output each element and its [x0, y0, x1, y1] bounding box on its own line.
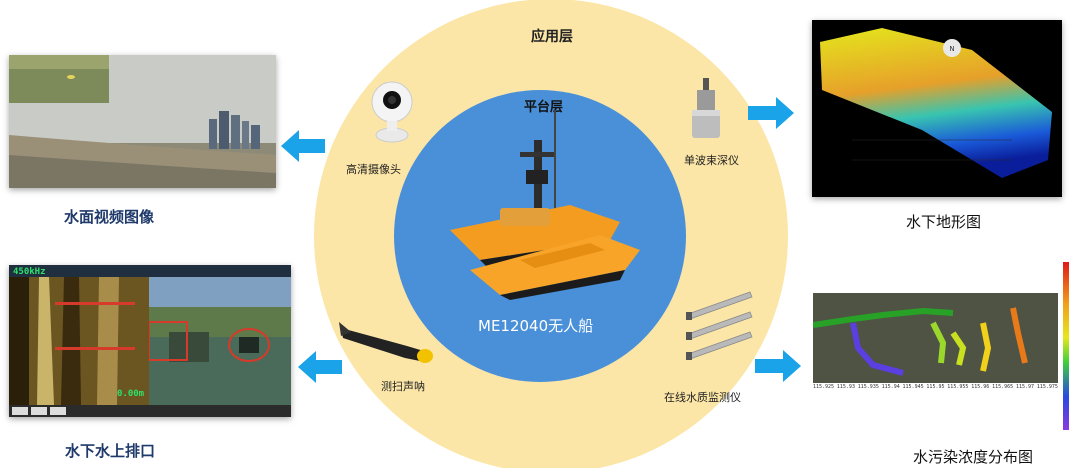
pollution-x-ticks: 115.925 115.93 115.935 115.94 115.945 11…: [813, 384, 1058, 390]
x-tick: 115.95: [926, 384, 945, 390]
pollution-map-caption: 水污染浓度分布图: [913, 448, 1034, 466]
outfall-panel: 450kHz 0.00m: [9, 265, 291, 417]
svg-text:N: N: [949, 45, 954, 53]
boat-model-label: ME12040无人船: [478, 317, 594, 335]
water-quality-probe-icon: [686, 291, 753, 360]
x-tick: 115.94: [881, 384, 900, 390]
sidescan-image: [9, 277, 149, 405]
sidescan-sonar-icon: [339, 322, 433, 363]
x-tick: 115.965: [992, 384, 1014, 390]
pollution-color-scale: [1063, 262, 1069, 430]
platform-layer-title: 平台层: [524, 100, 564, 115]
x-tick: 115.975: [1036, 384, 1058, 390]
x-tick: 115.97: [1015, 384, 1035, 390]
echosounder-label: 单波束深仪: [684, 154, 739, 167]
x-tick: 115.925: [813, 384, 835, 390]
surface-video-caption: 水面视频图像: [64, 208, 155, 226]
outfall-toolbar: [9, 265, 291, 277]
arrow-to-pollution: [755, 350, 801, 382]
depth-readout: 0.00m: [117, 389, 145, 399]
sonar-label: 测扫声呐: [381, 380, 425, 393]
x-tick: 115.955: [947, 384, 969, 390]
camera-icon: [371, 81, 413, 143]
surface-video-image: [9, 55, 276, 188]
terrain-map-image: N: [820, 28, 1052, 178]
unmanned-boat-image: [450, 110, 640, 300]
arrow-to-outfall: [298, 351, 342, 383]
arrow-to-terrain: [748, 97, 794, 129]
outfall-photo: [149, 277, 291, 405]
pollution-map-panel: 115.925 115.93 115.935 115.94 115.945 11…: [813, 293, 1058, 398]
outfall-button-1[interactable]: [12, 407, 28, 415]
outfall-statusbar: [9, 405, 291, 417]
camera-label: 高清摄像头: [346, 163, 401, 176]
echosounder-icon: [692, 78, 720, 138]
arrow-to-video: [281, 130, 325, 162]
surface-video-panel: [9, 55, 276, 188]
outfall-button-3[interactable]: [50, 407, 66, 415]
outfall-caption: 水下水上排口: [65, 442, 156, 460]
x-tick: 115.96: [971, 384, 990, 390]
terrain-map-panel: N: [812, 20, 1062, 197]
water-quality-label: 在线水质监测仪: [664, 391, 741, 404]
outfall-button-2[interactable]: [31, 407, 47, 415]
sonar-frequency: 450kHz: [13, 267, 46, 277]
terrain-map-caption: 水下地形图: [906, 213, 982, 231]
x-tick: 115.945: [902, 384, 924, 390]
pollution-map-image: [813, 293, 1058, 383]
x-tick: 115.93: [836, 384, 855, 390]
x-tick: 115.935: [857, 384, 879, 390]
application-layer-title: 应用层: [531, 29, 573, 45]
